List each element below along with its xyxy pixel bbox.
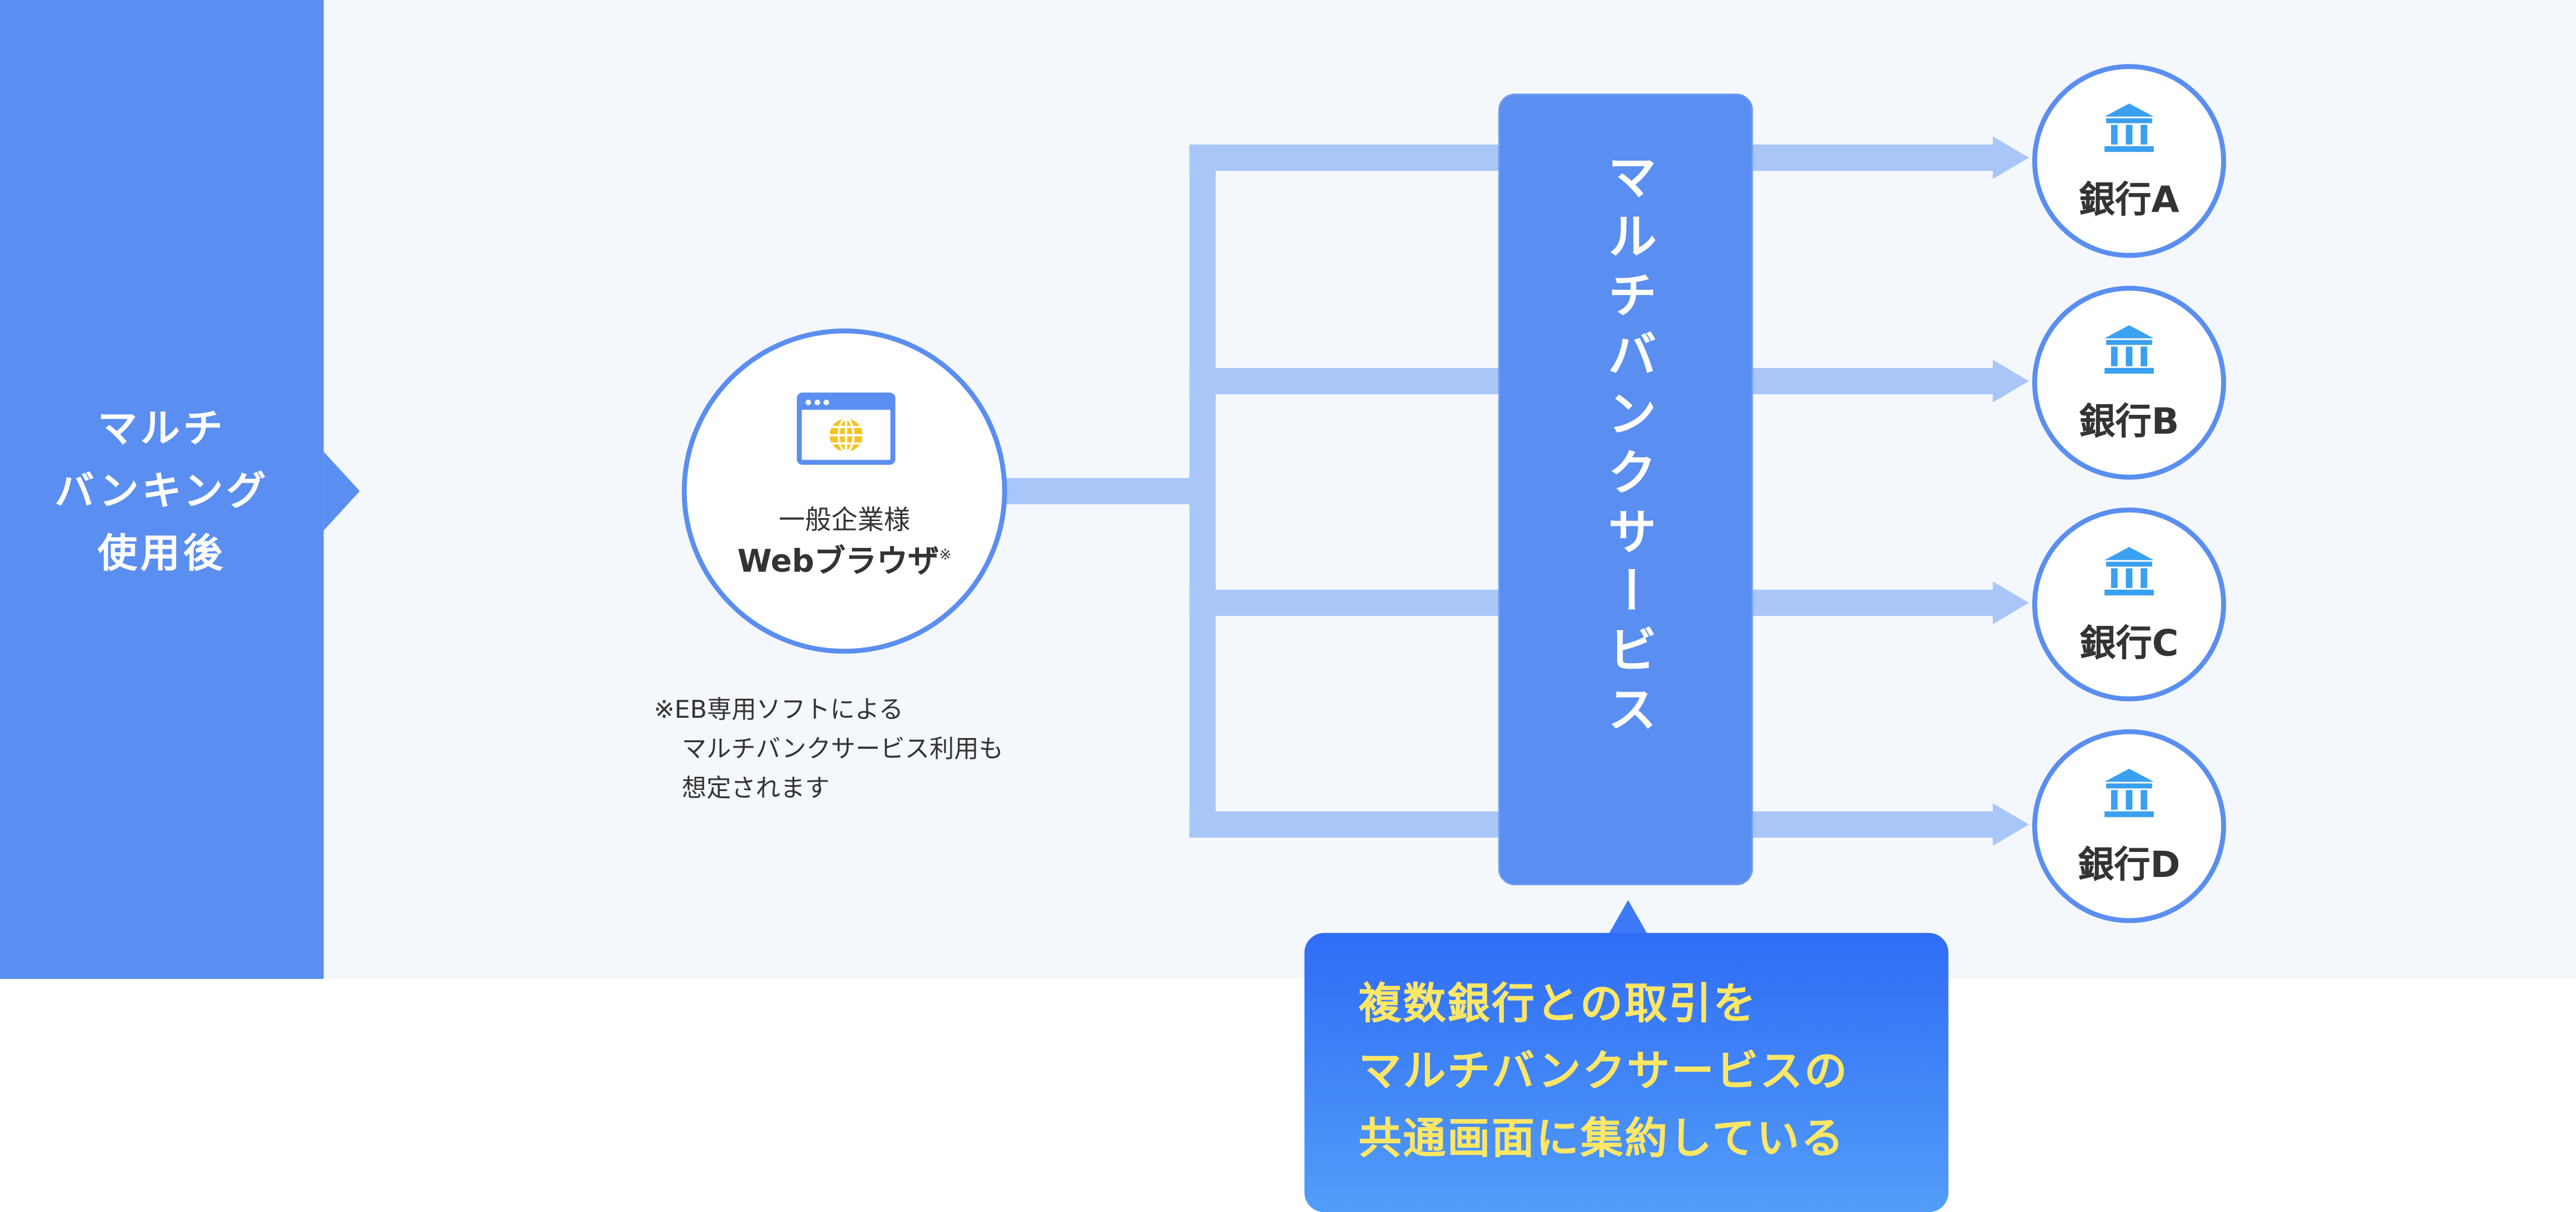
browser-label: Webブラウザ※ — [687, 537, 1002, 581]
footnote: ※EB専用ソフトによる マルチバンクサービス利用も 想定されます — [654, 690, 1004, 808]
branch-c-left — [1189, 590, 1502, 616]
bank-building-icon — [2104, 547, 2154, 596]
bank-c-label: 銀行C — [2079, 624, 2179, 665]
callout-box: 複数銀行との取引を マルチバンクサービスの 共通画面に集約している — [1304, 932, 1949, 1212]
arrow-c-head — [1992, 581, 2029, 624]
bank-b-label: 銀行B — [2079, 402, 2179, 444]
arrow-d-head — [1992, 803, 2029, 846]
bank-a-label: 銀行A — [2079, 181, 2179, 222]
side-tab-label: マルチ バンキング 使用後 — [0, 398, 324, 585]
callout-line-1: 複数銀行との取引を — [1358, 980, 1758, 1030]
side-tab-line-1: マルチ — [97, 405, 226, 452]
multibank-service-label: マルチバンクサービス — [1500, 151, 1751, 841]
side-tab-pointer — [323, 451, 360, 531]
callout-pointer — [1608, 900, 1648, 935]
side-tab-line-2: バンキング — [54, 468, 270, 514]
footnote-line-1: ※EB専用ソフトによる — [654, 695, 904, 724]
branch-d-left — [1189, 811, 1502, 838]
arrow-a-shaft — [1748, 144, 1995, 171]
footnote-line-3: 想定されます — [682, 773, 830, 804]
arrow-c-shaft — [1748, 590, 1995, 616]
branch-b-left — [1189, 368, 1502, 395]
side-tab — [0, 0, 324, 979]
bank-b: 銀行B — [2032, 286, 2227, 480]
side-tab-line-3: 使用後 — [97, 530, 226, 577]
multibank-service-box: マルチバンクサービス — [1498, 94, 1753, 885]
callout-text: 複数銀行との取引を マルチバンクサービスの 共通画面に集約している — [1358, 972, 1849, 1174]
bank-c: 銀行C — [2032, 507, 2227, 702]
arrow-d-shaft — [1748, 811, 1995, 838]
bank-building-icon — [2104, 768, 2154, 817]
browser-label-text: Webブラウザ — [737, 543, 939, 580]
branch-a-left — [1189, 144, 1502, 171]
callout-line-3: 共通画面に集約している — [1358, 1115, 1846, 1165]
multibank-service-text: マルチバンクサービス — [1597, 151, 1655, 743]
browser-connector — [997, 478, 1203, 504]
arrow-b-head — [1992, 359, 2029, 402]
browser-footnote-mark: ※ — [939, 548, 952, 565]
trunk-vertical — [1189, 144, 1216, 836]
bank-building-icon — [2104, 325, 2154, 374]
company-label: 一般企業様 — [778, 504, 911, 536]
bank-building-icon — [2104, 103, 2154, 152]
bank-a: 銀行A — [2032, 64, 2227, 258]
browser-node: 一般企業様 Webブラウザ※ — [682, 328, 1007, 654]
footnote-line-2: マルチバンクサービス利用も — [682, 734, 1004, 764]
bank-d-label: 銀行D — [2077, 845, 2181, 887]
arrow-b-shaft — [1748, 368, 1995, 395]
bank-d: 銀行D — [2032, 729, 2227, 923]
browser-globe-icon — [797, 392, 896, 465]
arrow-a-head — [1992, 136, 2029, 179]
callout-line-2: マルチバンクサービスの — [1358, 1047, 1849, 1098]
